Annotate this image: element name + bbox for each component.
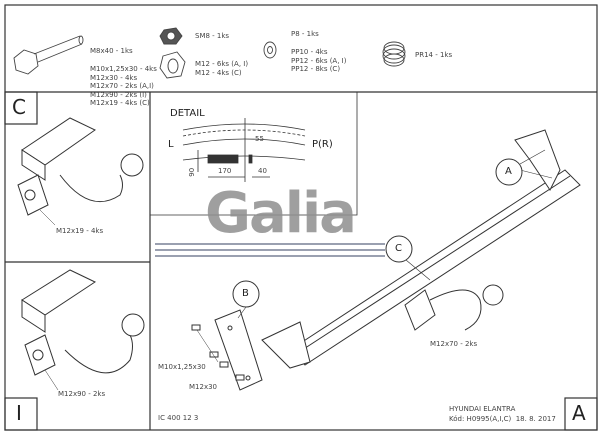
washer-label: PP12 - 8ks (C) xyxy=(291,65,341,73)
nut-label: M12 - 4ks (C) xyxy=(195,68,242,77)
bracket-b-bolt-label: M10x1,25x30 xyxy=(158,363,206,371)
bolt-list-item: M12x30 - 4ks xyxy=(90,73,138,82)
washer-label: P8 - 1ks xyxy=(291,30,319,38)
nut-icon xyxy=(159,51,186,79)
view-a-bolt-label: M12x70 - 2ks xyxy=(430,340,478,348)
callouts xyxy=(232,149,546,319)
washer-label: PP10 - 4ks xyxy=(291,48,328,56)
dimension-55: 55 xyxy=(255,135,264,143)
bolt-list-item: M12x90 - 2ks (I) xyxy=(90,90,147,99)
small-nut-label: SM8 - 1ks xyxy=(195,32,230,40)
outer-border xyxy=(4,4,598,431)
view-c-label: C xyxy=(12,95,26,119)
washer-icon xyxy=(263,41,277,59)
view-i-label: I xyxy=(16,401,22,425)
parts-icons xyxy=(13,27,406,79)
callout-c: C xyxy=(395,243,402,254)
detail-left-label: L xyxy=(168,139,174,150)
drawing-number: IC 400 12 3 xyxy=(158,414,199,422)
bolt-list-item: M10x1,25x30 - 4ks xyxy=(90,65,157,73)
nut-label: M12 - 6ks (A, I) xyxy=(195,60,249,68)
bolt-list-item: M12x70 - 2ks (A,I) xyxy=(90,82,154,90)
bolt-icon xyxy=(13,35,84,75)
bolt-list-item: M12x19 - 4ks (C) xyxy=(90,99,150,107)
spring-icon xyxy=(382,41,406,67)
detail-title: DETAIL xyxy=(170,108,205,119)
bolt-icon xyxy=(191,324,245,381)
callout-a: A xyxy=(505,166,512,177)
vehicle-model: HYUNDAI ELANTRA xyxy=(449,405,516,413)
galia-logo: Galia xyxy=(205,181,357,246)
dimension-170: 170 xyxy=(218,167,232,175)
washer-label: PP12 - 6ks (A, I) xyxy=(291,56,347,65)
detail-box xyxy=(150,92,358,216)
hitch-view-c xyxy=(17,117,144,226)
small-nut-icon xyxy=(159,27,183,45)
dimension-40: 40 xyxy=(258,167,267,175)
callout-b: B xyxy=(242,288,249,299)
logo-mark xyxy=(155,243,385,257)
spring-label: PR14 - 1ks xyxy=(415,51,453,59)
view-a-box xyxy=(564,397,598,431)
view-a-label: A xyxy=(572,401,586,425)
view-c-box xyxy=(4,91,38,125)
dimension-90: 90 xyxy=(188,167,197,177)
towbar-main xyxy=(261,129,581,369)
bracket-b-bolt-label: M12x30 xyxy=(189,383,217,391)
product-code: Kód: H0995(A,I,C) 18. 8. 2017 xyxy=(449,415,556,423)
view-i-box xyxy=(4,397,38,431)
view-i-bolt-label: M12x90 - 2ks xyxy=(58,390,106,398)
bolt-list-first: M8x40 - 1ks xyxy=(90,47,133,55)
detail-sketch xyxy=(182,118,306,182)
bracket-b xyxy=(191,309,263,391)
detail-right-label: P(R) xyxy=(312,139,333,150)
view-c-bolt-label: M12x19 - 4ks xyxy=(56,227,104,235)
hitch-view-i xyxy=(21,269,145,391)
